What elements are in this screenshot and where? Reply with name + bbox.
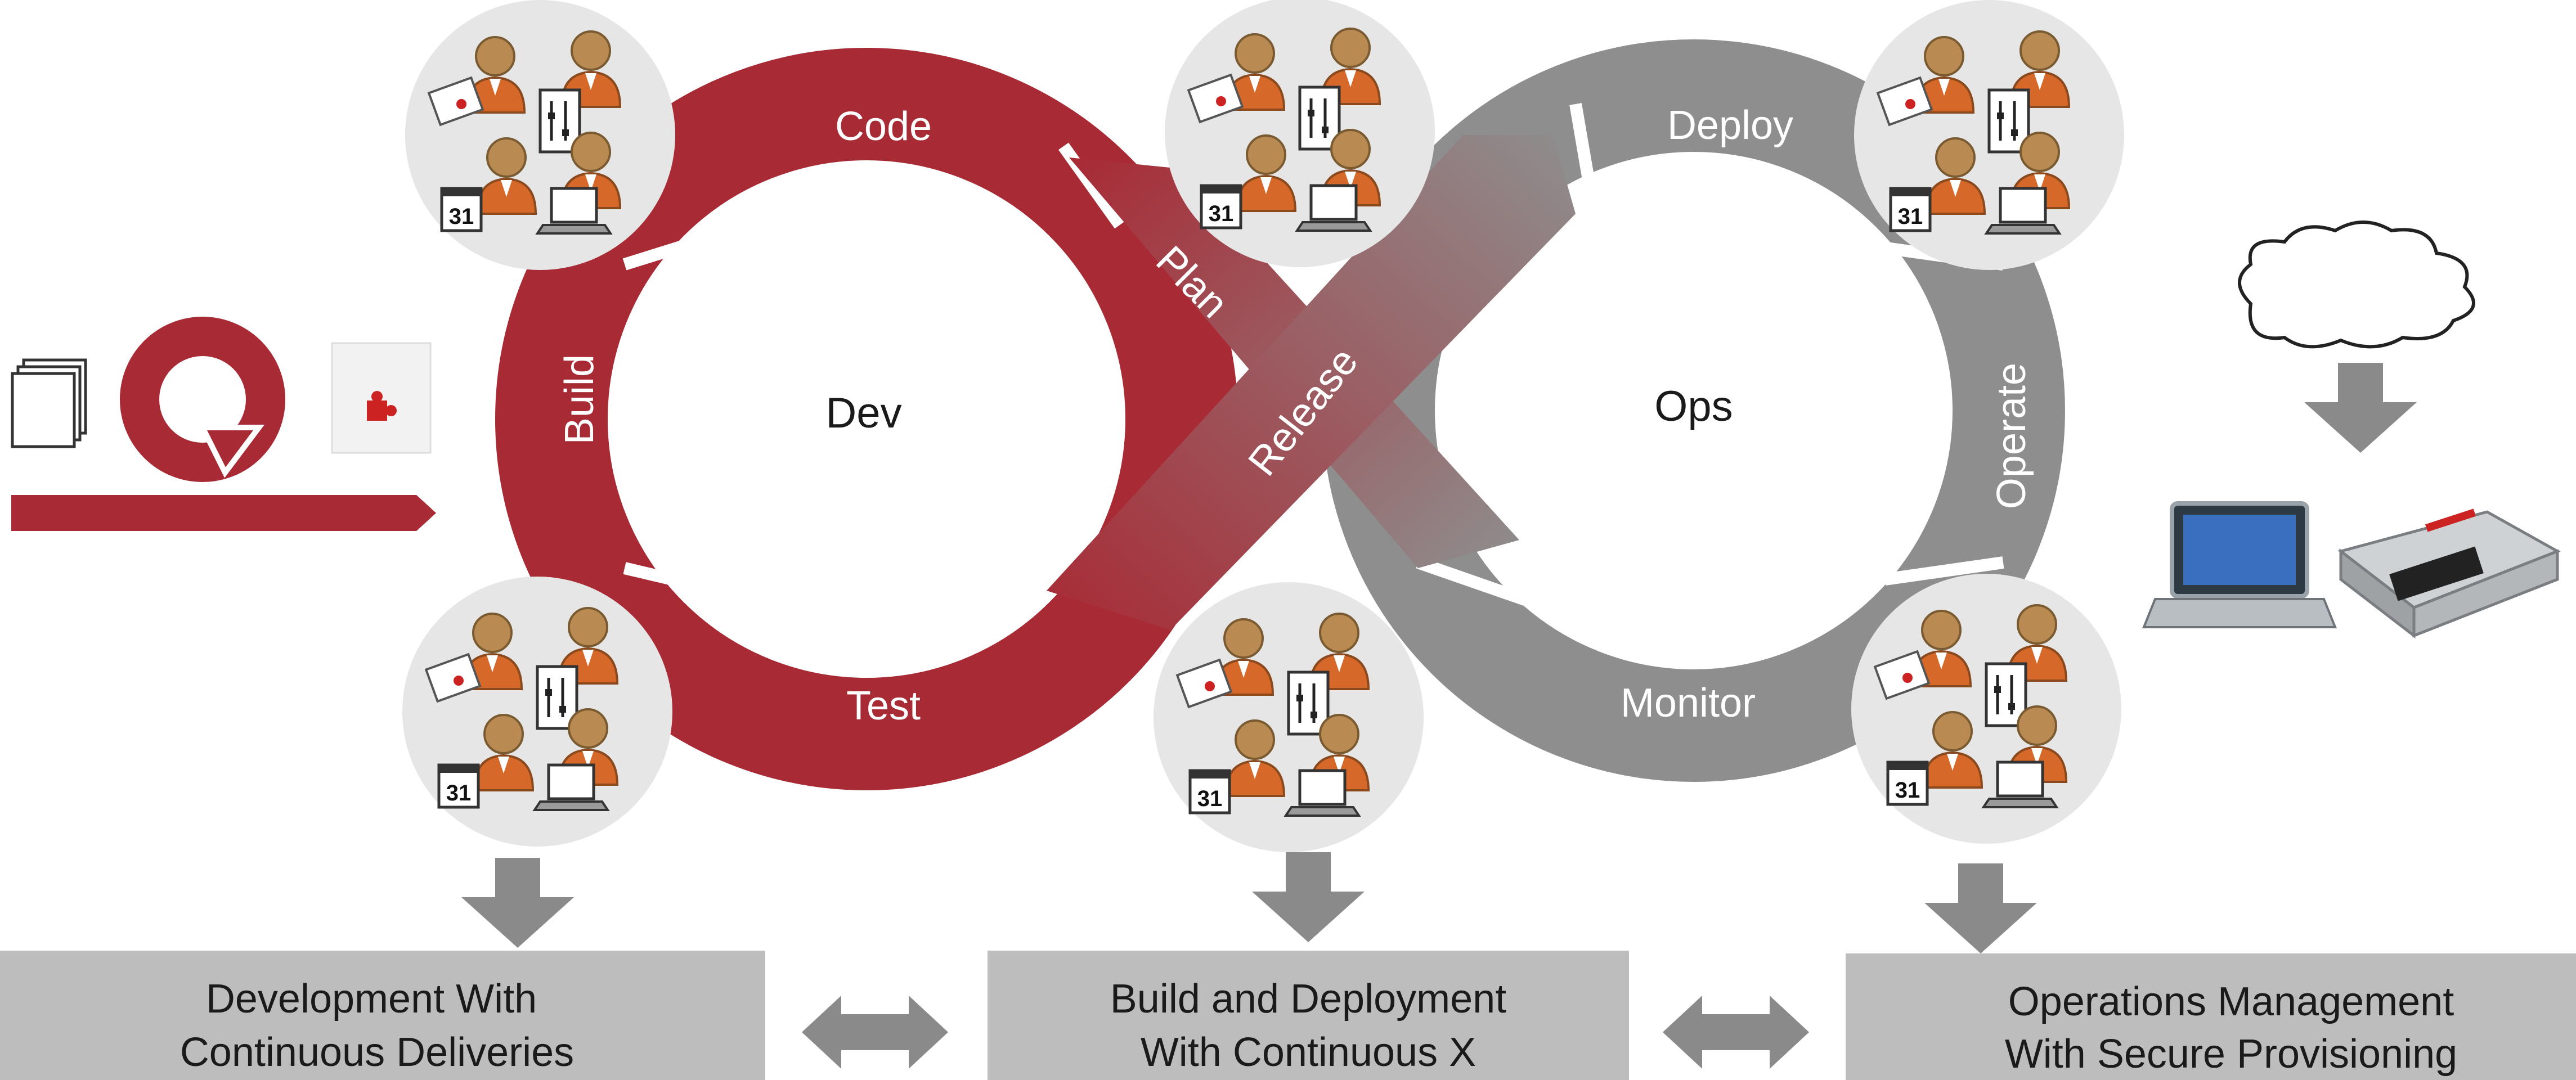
circular-arrow-icon	[120, 317, 285, 482]
deploy-label: Deploy	[1667, 103, 1793, 148]
team-icon-code	[405, 0, 675, 270]
double-arrow-icon	[802, 996, 948, 1069]
operate-label: Operate	[1989, 363, 2034, 509]
cloud-icon	[2238, 220, 2475, 349]
box-build-line1: Build and Deployment	[1110, 976, 1506, 1022]
box-build-deployment: Build and Deployment With Continuous X	[988, 951, 1629, 1080]
left-inputs	[11, 317, 436, 531]
team-icon-monitor	[1851, 574, 2121, 844]
box-build-line2: With Continuous X	[1141, 1030, 1476, 1075]
down-arrow-ops	[1924, 863, 2037, 953]
box-development-line2: Continuous Deliveries	[180, 1030, 574, 1075]
dev-ring	[495, 48, 1238, 790]
puzzle-piece-icon	[331, 342, 432, 454]
dev-loop: Code Build Test Dev	[495, 48, 1238, 790]
ecu-module-icon	[2337, 508, 2561, 639]
down-arrow-dev	[461, 858, 574, 948]
box-operations-line1: Operations Management	[2008, 979, 2454, 1024]
input-arrow-icon	[11, 495, 436, 531]
down-arrow-icon	[2304, 363, 2417, 453]
ops-center-label: Ops	[1654, 382, 1733, 430]
laptop-icon	[2142, 501, 2337, 628]
build-label: Build	[557, 354, 602, 444]
box-development-line1: Development With	[206, 976, 537, 1022]
down-arrow-build	[1252, 852, 1365, 942]
team-icon-release	[1154, 582, 1424, 852]
team-icon-deploy	[1854, 0, 2124, 270]
box-operations: Operations Management With Secure Provis…	[1846, 953, 2576, 1080]
right-targets	[2142, 220, 2561, 639]
dev-center-label: Dev	[825, 389, 901, 437]
code-label: Code	[835, 104, 932, 149]
document-stack-icon	[11, 358, 87, 448]
test-label: Test	[846, 683, 921, 728]
team-icon-plan	[1165, 0, 1435, 267]
box-operations-line2: With Secure Provisioning	[2005, 1032, 2457, 1077]
release-band	[1047, 135, 1576, 630]
double-arrow-icon	[1663, 996, 1809, 1069]
team-icon-test	[402, 577, 672, 847]
monitor-label: Monitor	[1621, 681, 1756, 726]
box-development: Development With Continuous Deliveries	[0, 951, 765, 1080]
